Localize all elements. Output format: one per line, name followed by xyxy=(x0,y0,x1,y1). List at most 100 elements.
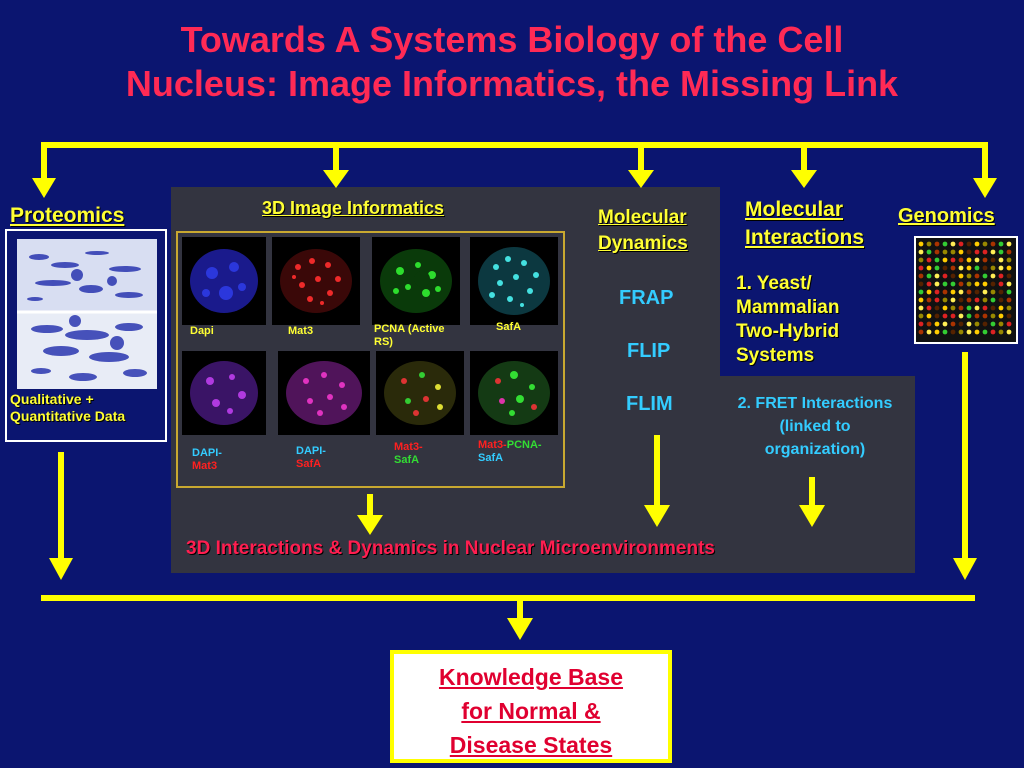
caption-pcna-line-1: PCNA (Active xyxy=(374,323,445,335)
microarray-spot xyxy=(950,313,956,319)
microarray-spot xyxy=(974,273,980,279)
arrowhead-proteomics-down xyxy=(49,558,73,580)
microarray-spot xyxy=(990,257,996,263)
micrograph-pcna xyxy=(372,237,460,325)
microarray-spot xyxy=(974,257,980,263)
microarray-spot xyxy=(982,273,988,279)
microarray-spot xyxy=(990,281,996,287)
proteomics-caption: Qualitative + Quantitative Data xyxy=(10,391,125,425)
microarray-spot xyxy=(934,249,940,255)
microarray-spot xyxy=(998,241,1004,247)
microarray-spot xyxy=(982,289,988,295)
microarray-spot xyxy=(926,305,932,311)
microarray-spot xyxy=(958,289,964,295)
microarray-spot xyxy=(998,265,1004,271)
microarray-spot xyxy=(998,321,1004,327)
microarray-spot xyxy=(918,241,924,247)
microarray-spot xyxy=(950,281,956,287)
micrograph-mat3-safa xyxy=(376,351,464,435)
micrograph-mat3 xyxy=(272,237,360,325)
microarray-spot xyxy=(990,289,996,295)
microarray-spot xyxy=(918,289,924,295)
microarray-spot xyxy=(926,273,932,279)
arrowhead-genomics xyxy=(973,178,997,198)
technique-flim: FLIM xyxy=(626,393,673,415)
microarray-spot xyxy=(934,289,940,295)
microarray-spot xyxy=(926,313,932,319)
microarray-spot xyxy=(958,281,964,287)
microarray-spot xyxy=(1006,241,1012,247)
microarray-spot xyxy=(974,281,980,287)
nucleus-pcna-image xyxy=(380,249,452,313)
fret-interactions-text: 2. FRET Interactions (linked to organiza… xyxy=(716,392,914,461)
proteomics-caption-line-1: Qualitative + xyxy=(10,391,94,407)
nucleus-dapi-image xyxy=(190,249,258,313)
molecular-interactions-label-line-2: Interactions xyxy=(745,226,865,249)
caption-dapi: Dapi xyxy=(190,325,214,337)
microarray-spot xyxy=(950,297,956,303)
microarray-spot xyxy=(1006,265,1012,271)
microarray-spot xyxy=(926,249,932,255)
caption-mat3-pcna-safa-part-1: Mat3- xyxy=(478,439,507,451)
microarray-spot xyxy=(990,305,996,311)
microarray-spot xyxy=(942,289,948,295)
microarray-spot xyxy=(990,313,996,319)
microarray-spot xyxy=(982,313,988,319)
microarray-spot xyxy=(966,321,972,327)
microarray-spot xyxy=(974,321,980,327)
knowledge-base-line-3: Disease States xyxy=(449,732,613,758)
microarray-spot xyxy=(990,249,996,255)
microarray-spot xyxy=(1006,273,1012,279)
microarray-spot xyxy=(1006,289,1012,295)
proteomics-box: Qualitative + Quantitative Data xyxy=(5,229,167,442)
arrowhead-molecular-interactions xyxy=(791,170,817,188)
microarray-spot xyxy=(990,273,996,279)
microarray-spot xyxy=(950,241,956,247)
caption-mat3-pcna-safa: Mat3-PCNA- SafA xyxy=(478,439,542,465)
microarray-spot xyxy=(918,329,924,335)
microarray-spot xyxy=(966,273,972,279)
microarray-spot xyxy=(918,297,924,303)
microarray-spot xyxy=(1006,321,1012,327)
microarray-spot xyxy=(958,305,964,311)
microarray-spot xyxy=(1006,329,1012,335)
caption-dapi-safa-part-2: SafA xyxy=(296,458,322,470)
fret-panel xyxy=(720,376,915,573)
microarray-spot xyxy=(934,329,940,335)
microarray-spot xyxy=(982,249,988,255)
nucleus-mat3-safa-image xyxy=(384,361,456,425)
microarray-spot xyxy=(918,281,924,287)
microarray-spot xyxy=(918,265,924,271)
technique-frap: FRAP xyxy=(619,287,674,309)
arrowhead-dynamics-down xyxy=(644,505,670,527)
microarray-spot xyxy=(990,297,996,303)
title-line-2: Nucleus: Image Informatics, the Missing … xyxy=(125,63,899,104)
microarray-spot xyxy=(1006,297,1012,303)
caption-mat3-pcna-safa-part-3: SafA xyxy=(478,452,504,464)
microarray-spot xyxy=(918,249,924,255)
microarray-spot xyxy=(942,313,948,319)
two-hybrid-line-3: Two-Hybrid xyxy=(736,321,840,342)
microarray-spot xyxy=(958,257,964,263)
microarray-spot xyxy=(950,289,956,295)
microarray-spot xyxy=(926,265,932,271)
microarray-spot xyxy=(982,305,988,311)
microarray-spot xyxy=(966,257,972,263)
molecular-dynamics-label: Molecular Dynamics xyxy=(598,205,688,257)
microarray-spot xyxy=(942,249,948,255)
knowledge-base-line-2: for Normal & xyxy=(461,698,601,724)
microarray-spot xyxy=(950,257,956,263)
microarray-spot xyxy=(942,329,948,335)
caption-pcna-line-2: RS) xyxy=(374,336,393,348)
micrograph-dapi-mat3 xyxy=(182,351,266,435)
caption-mat3: Mat3 xyxy=(288,325,314,337)
molecular-dynamics-label-line-2: Dynamics xyxy=(598,233,688,254)
microarray-spot xyxy=(926,321,932,327)
technique-flip: FLIP xyxy=(627,340,671,362)
microarray-spot xyxy=(1006,249,1012,255)
two-hybrid-line-2: Mammalian xyxy=(736,297,840,318)
caption-dapi-mat3-part-1: DAPI- xyxy=(192,447,222,459)
microarray-spot xyxy=(918,273,924,279)
microarray-spot xyxy=(958,313,964,319)
